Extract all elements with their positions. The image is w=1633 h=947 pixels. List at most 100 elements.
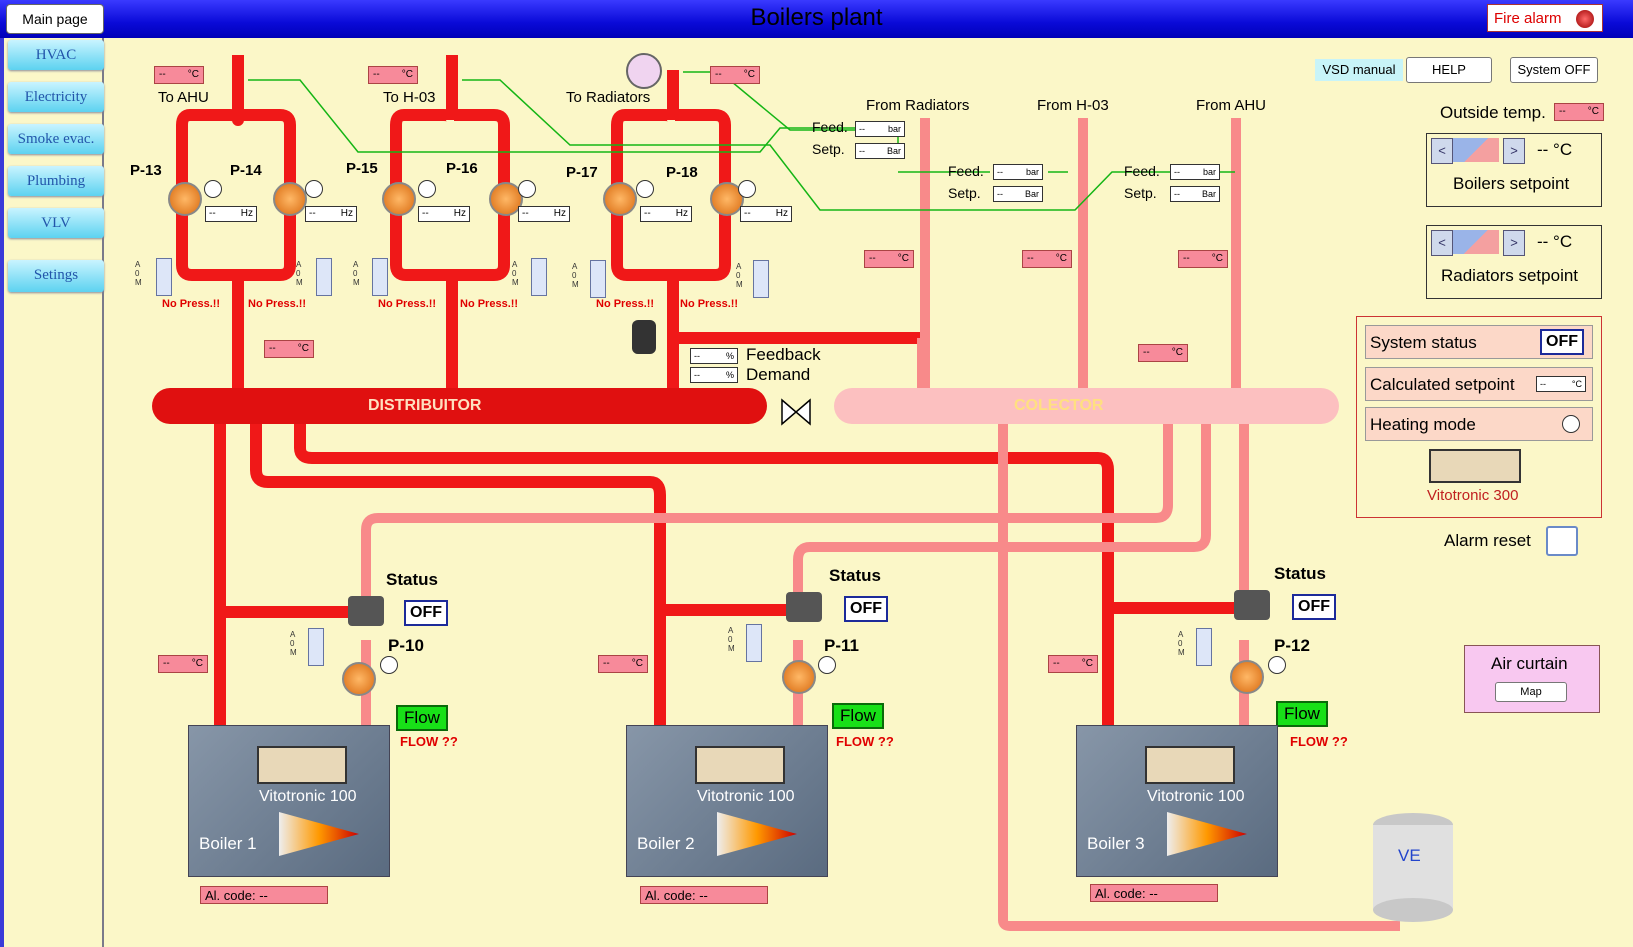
boiler-1-status-off[interactable]: OFF bbox=[404, 600, 448, 626]
clock-icon[interactable] bbox=[626, 53, 662, 89]
pump-p17-icon[interactable] bbox=[603, 182, 637, 216]
pump-p11-icon[interactable] bbox=[782, 660, 816, 694]
alarm-reset-button[interactable] bbox=[1546, 526, 1578, 556]
setp-label-ahu: Setp. bbox=[1124, 185, 1157, 201]
sidebar-item-hvac[interactable]: HVAC bbox=[8, 40, 104, 70]
outside-temp-label: Outside temp. bbox=[1440, 103, 1546, 122]
boiler-2-valve-icon[interactable] bbox=[786, 592, 822, 622]
pump-p14-icon[interactable] bbox=[273, 182, 307, 216]
pump-p14-hz: --Hz bbox=[305, 206, 357, 222]
pump-p15-icon[interactable] bbox=[382, 182, 416, 216]
amo-selector-p15[interactable] bbox=[372, 258, 388, 296]
temp-collector: --°C bbox=[1138, 344, 1188, 362]
vsd-manual-button[interactable]: VSD manual bbox=[1315, 59, 1403, 81]
radiators-setpoint-decrease[interactable]: < bbox=[1431, 230, 1453, 256]
pump-p11-label: P-11 bbox=[824, 636, 859, 655]
calculated-setpoint-label: Calculated setpoint bbox=[1370, 375, 1515, 394]
help-button[interactable]: HELP bbox=[1406, 57, 1492, 83]
boiler-1[interactable]: Vitotronic 100 Boiler 1 bbox=[188, 725, 390, 877]
pump-p15-label: P-15 bbox=[346, 160, 378, 177]
amo-selector-p12[interactable] bbox=[1196, 628, 1212, 666]
radiators-setpoint-panel: < > -- °C Radiators setpoint bbox=[1426, 225, 1602, 299]
pump-p18-hz: --Hz bbox=[740, 206, 792, 222]
temp-to-h03: --°C bbox=[368, 66, 418, 84]
boiler-1-flow-alarm: FLOW ?? bbox=[400, 734, 458, 749]
pump-p13-hz: --Hz bbox=[205, 206, 257, 222]
feed-h03-value: --bar bbox=[993, 164, 1043, 180]
sidebar-item-plumbing[interactable]: Plumbing bbox=[8, 166, 104, 196]
temp-from-h03: --°C bbox=[1022, 250, 1072, 268]
pump-p13-icon[interactable] bbox=[168, 182, 202, 216]
amo-selector-p16[interactable] bbox=[531, 258, 547, 296]
fire-alarm-indicator[interactable]: Fire alarm bbox=[1487, 4, 1603, 32]
air-curtain-panel: Air curtain Map bbox=[1464, 645, 1600, 713]
feed-label-ahu: Feed. bbox=[1124, 163, 1160, 179]
boiler-2-status-off[interactable]: OFF bbox=[844, 596, 888, 622]
amo-selector-p14[interactable] bbox=[316, 258, 332, 296]
alarm-reset-label: Alarm reset bbox=[1444, 531, 1531, 550]
temp-boiler-2: --°C bbox=[598, 655, 648, 673]
boiler-2[interactable]: Vitotronic 100 Boiler 2 bbox=[626, 725, 828, 877]
boiler-1-alarm-code: Al. code: -- bbox=[200, 886, 328, 904]
sidebar-item-settings[interactable]: Setings bbox=[8, 260, 104, 292]
heating-mode-indicator[interactable] bbox=[1562, 415, 1580, 433]
valve-feedback-label: Feedback bbox=[746, 345, 821, 364]
amo-selector-p10[interactable] bbox=[308, 628, 324, 666]
setp-label-h03: Setp. bbox=[948, 185, 981, 201]
pump-p12-status-indicator bbox=[1268, 656, 1286, 674]
no-press-p17: No Press.!! bbox=[596, 298, 655, 310]
feed-ahu-value: --bar bbox=[1170, 164, 1220, 180]
sidebar-item-vlv[interactable]: VLV bbox=[8, 208, 104, 238]
radiators-setpoint-increase[interactable]: > bbox=[1503, 230, 1525, 256]
valve-actuator-icon[interactable] bbox=[632, 320, 656, 354]
boiler-3-flow-alarm: FLOW ?? bbox=[1290, 734, 1348, 749]
boiler-3-flow-indicator: Flow bbox=[1276, 701, 1328, 727]
to-ahu-label: To AHU bbox=[158, 89, 209, 106]
main-page-button[interactable]: Main page bbox=[6, 4, 104, 34]
boiler-3-control-panel bbox=[1145, 746, 1235, 784]
pump-p18-status-indicator bbox=[738, 180, 756, 198]
pump-p10-icon[interactable] bbox=[342, 662, 376, 696]
boilers-setpoint-decrease[interactable]: < bbox=[1431, 138, 1453, 164]
boiler-2-control-panel bbox=[695, 746, 785, 784]
boiler-1-valve-icon[interactable] bbox=[348, 596, 384, 626]
from-radiators-label: From Radiators bbox=[866, 97, 970, 114]
system-off-button[interactable]: System OFF bbox=[1510, 57, 1598, 83]
amo-selector-p13[interactable] bbox=[156, 258, 172, 296]
sidebar-item-smoke-evac[interactable]: Smoke evac. bbox=[8, 124, 104, 154]
boiler-3-valve-icon[interactable] bbox=[1234, 590, 1270, 620]
boilers-setpoint-label: Boilers setpoint bbox=[1453, 174, 1570, 193]
feed-label-radiators: Feed. bbox=[812, 119, 848, 135]
pump-p18-label: P-18 bbox=[666, 164, 698, 181]
boilers-setpoint-increase[interactable]: > bbox=[1503, 138, 1525, 164]
amo-selector-p17[interactable] bbox=[590, 260, 606, 298]
vitotronic-300-panel-icon[interactable] bbox=[1429, 449, 1521, 483]
setp-radiators-value: --Bar bbox=[855, 143, 905, 159]
pump-p14-label: P-14 bbox=[230, 162, 262, 179]
amo-selector-p11[interactable] bbox=[746, 624, 762, 662]
boiler-3-status-off[interactable]: OFF bbox=[1292, 594, 1336, 620]
sidebar-item-electricity[interactable]: Electricity bbox=[8, 82, 104, 112]
pump-p16-icon[interactable] bbox=[489, 182, 523, 216]
no-press-p14: No Press.!! bbox=[248, 298, 307, 310]
pump-p12-icon[interactable] bbox=[1230, 660, 1264, 694]
temp-distributor: --°C bbox=[264, 340, 314, 358]
boiler-1-control-panel bbox=[257, 746, 347, 784]
boiler-2-status-label: Status bbox=[829, 566, 881, 585]
no-press-p15: No Press.!! bbox=[378, 298, 437, 310]
temp-boiler-1: --°C bbox=[158, 655, 208, 673]
feed-radiators-value: --bar bbox=[855, 121, 905, 137]
vitotronic-300-label: Vitotronic 300 bbox=[1427, 487, 1519, 504]
boiler-3[interactable]: Vitotronic 100 Boiler 3 bbox=[1076, 725, 1278, 877]
amo-selector-p18[interactable] bbox=[753, 260, 769, 298]
setp-ahu-value: --Bar bbox=[1170, 186, 1220, 202]
pump-p15-hz: --Hz bbox=[418, 206, 470, 222]
boiler-3-alarm-code: Al. code: -- bbox=[1090, 884, 1218, 902]
boiler-2-alarm-code: Al. code: -- bbox=[640, 886, 768, 904]
air-curtain-map-button[interactable]: Map bbox=[1495, 682, 1567, 702]
